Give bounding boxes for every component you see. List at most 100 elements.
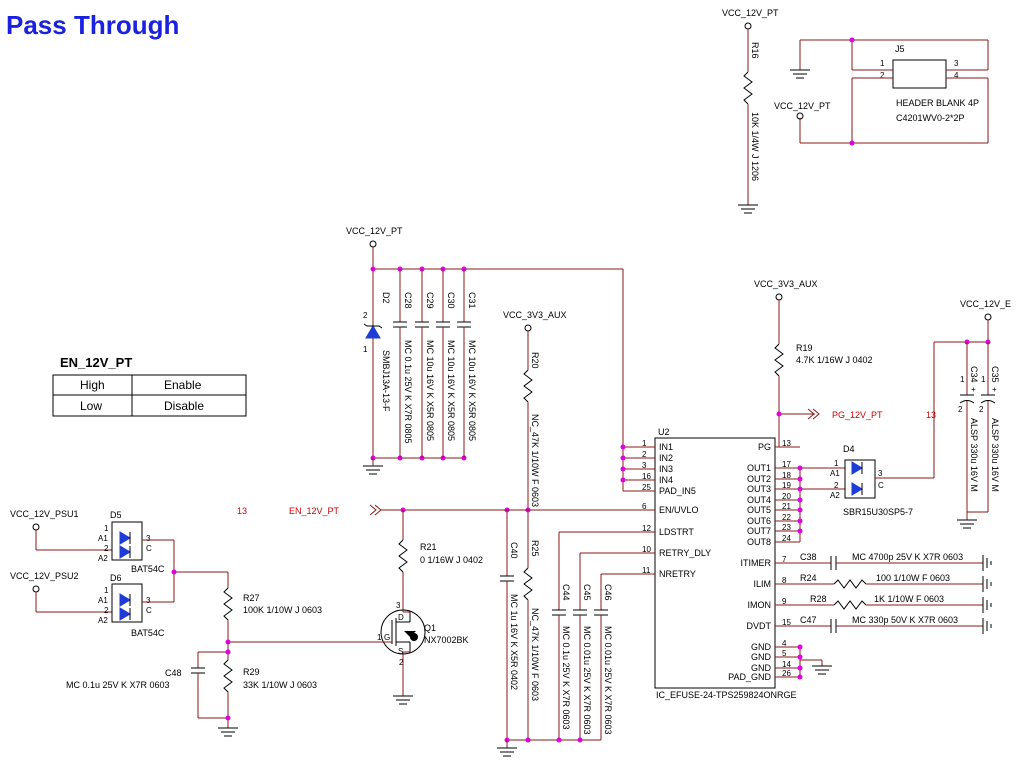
r20-value: NC_47K 1/10W F 0603 <box>530 414 540 507</box>
u2-pin-out7: 23 OUT7 <box>747 523 800 536</box>
d5-diode-pair: VCC_12V_PSU1 D5 1 A1 2 A2 3 C BAT54C <box>10 509 174 574</box>
d6-pin-c: C <box>146 606 152 615</box>
c48-ref: C48 <box>165 668 182 678</box>
ground-symbol <box>218 727 238 737</box>
u2-pin-number: 26 <box>782 669 791 678</box>
output-bulk-caps: VCC_12V_E C34 ALSP 330u 16V M 1 + 2 C35 … <box>934 299 1011 529</box>
d4-ref: D4 <box>843 444 855 454</box>
q1-pin2: 2 <box>399 658 404 667</box>
c45-value: MC 0.01u 25V K X7R 0603 <box>582 626 592 735</box>
u2-pin-label: OUT4 <box>747 495 771 505</box>
d6-pin-a1: A1 <box>98 596 108 605</box>
u2-pin-label: IMON <box>748 600 772 610</box>
u2-pin-number: 8 <box>782 576 787 585</box>
u2-pin-label: GND <box>751 663 772 673</box>
d4-pin2: 2 <box>834 481 839 490</box>
c29-value: MC 10u 16V K X5R 0805 <box>425 340 435 441</box>
pg-net: PG_12V_PT 13 <box>775 380 936 448</box>
r28-value: 1K 1/10W F 0603 <box>874 594 944 604</box>
u2-pin-number: 5 <box>782 649 787 658</box>
c40-ref: C40 <box>509 542 519 559</box>
u2-pin-label: OUT7 <box>747 526 771 536</box>
ground-symbol <box>393 695 413 705</box>
power-label-vcc3v3aux-r19: VCC_3V3_AUX <box>754 279 818 289</box>
ground-symbol <box>982 618 992 634</box>
u2-pin-number: 22 <box>782 513 791 522</box>
d2-tvs-diode: D2 2 1 SMBJ13A-13-F <box>363 292 391 412</box>
u2-pin-label: OUT5 <box>747 505 771 515</box>
u2-pin-number: 15 <box>782 618 791 627</box>
c44-value: MC 0.1u 25V K X7R 0603 <box>561 626 571 730</box>
j5-header: J5 1 2 3 4 HEADER BLANK 4P C4201WV0-2*2P… <box>774 37 989 146</box>
en-ref-number: 13 <box>237 506 247 516</box>
power-label-psu2: VCC_12V_PSU2 <box>10 571 79 581</box>
j5-value: HEADER BLANK 4P <box>896 98 979 108</box>
u2-pin-number: 4 <box>782 639 787 648</box>
r29-resistor: R29 33K 1/10W J 0603 <box>223 659 317 728</box>
ground-symbol <box>790 69 810 79</box>
c30-capacitor: C30 MC 10u 16V K X5R 0805 <box>436 269 456 458</box>
u2-pin-label: ITIMER <box>741 558 772 568</box>
u2-pin-number: 23 <box>782 523 791 532</box>
en-table-row-high-level: High <box>80 378 105 392</box>
u2-ref: U2 <box>658 427 670 437</box>
u2-pin-label: IN4 <box>659 475 673 485</box>
u2-pin-label: IN2 <box>659 453 673 463</box>
ground-symbol <box>982 576 992 592</box>
u2-pin-number: 1 <box>642 439 647 448</box>
u2-pin-label: OUT1 <box>747 463 771 473</box>
d5-pin-a2: A2 <box>98 554 108 563</box>
c34-pin1: 1 <box>960 375 965 384</box>
u2-pin-number: 12 <box>642 524 651 533</box>
q1-ref: Q1 <box>424 623 436 633</box>
pg-net-label: PG_12V_PT <box>832 410 883 420</box>
d4-pin1: 1 <box>834 459 839 468</box>
u2-pin-itimer: 7 ITIMER <box>741 555 800 568</box>
c29-ref: C29 <box>425 292 435 309</box>
power-label-psu1: VCC_12V_PSU1 <box>10 509 79 519</box>
q1-pin-g: G <box>384 633 390 642</box>
r16-value: 10K 1/4W J 1206 <box>750 112 760 181</box>
u2-pin-number: 3 <box>642 461 647 470</box>
page-title: Pass Through <box>6 10 179 40</box>
c35-pin1: 1 <box>981 375 986 384</box>
r16-resistor: VCC_12V_PT R16 10K 1/4W J 1206 <box>722 8 779 214</box>
c34-pin2: 2 <box>958 405 963 414</box>
input-power-section: VCC_12V_PT D2 2 1 SMBJ13A-13-F <box>346 226 655 492</box>
j5-pin3: 3 <box>954 59 959 68</box>
c30-ref: C30 <box>446 292 456 309</box>
u2-pin-label: IN3 <box>659 464 673 474</box>
c35-pin2: 2 <box>979 405 984 414</box>
c47-capacitor: C47 MC 330p 50V K X7R 0603 <box>775 615 983 633</box>
u2-pin-label: OUT8 <box>747 537 771 547</box>
d4-value: SBR15U30SP5-7 <box>843 507 913 517</box>
d6-ref: D6 <box>110 573 122 583</box>
c46-capacitor: C46 MC 0.01u 25V K X7R 0603 <box>594 573 655 740</box>
u2-pin-number: 10 <box>642 545 651 554</box>
u2-pin-number: 7 <box>782 555 787 564</box>
ground-symbol <box>982 597 992 613</box>
ground-symbol <box>982 555 992 571</box>
r24-resistor: R24 100 1/10W F 0603 <box>775 573 983 589</box>
d5-pin1: 1 <box>104 524 109 533</box>
r27-value: 100K 1/10W J 0603 <box>243 605 322 615</box>
d6-diode-pair: VCC_12V_PSU2 D6 1 A1 2 A2 3 C BAT54C <box>10 571 174 638</box>
u2-pin-number: 16 <box>642 472 651 481</box>
u2-pin-number: 19 <box>782 481 791 490</box>
r20-resistor: VCC_3V3_AUX R20 NC_47K 1/10W F 0603 <box>503 310 567 510</box>
r21-resistor: R21 0 1/16W J 0402 <box>398 510 483 612</box>
u2-pin-number: 18 <box>782 471 791 480</box>
d5-pin3: 3 <box>146 534 151 543</box>
c31-ref: C31 <box>467 292 477 309</box>
c40-value: MC 1u 16V K X5R 0402 <box>509 594 519 690</box>
